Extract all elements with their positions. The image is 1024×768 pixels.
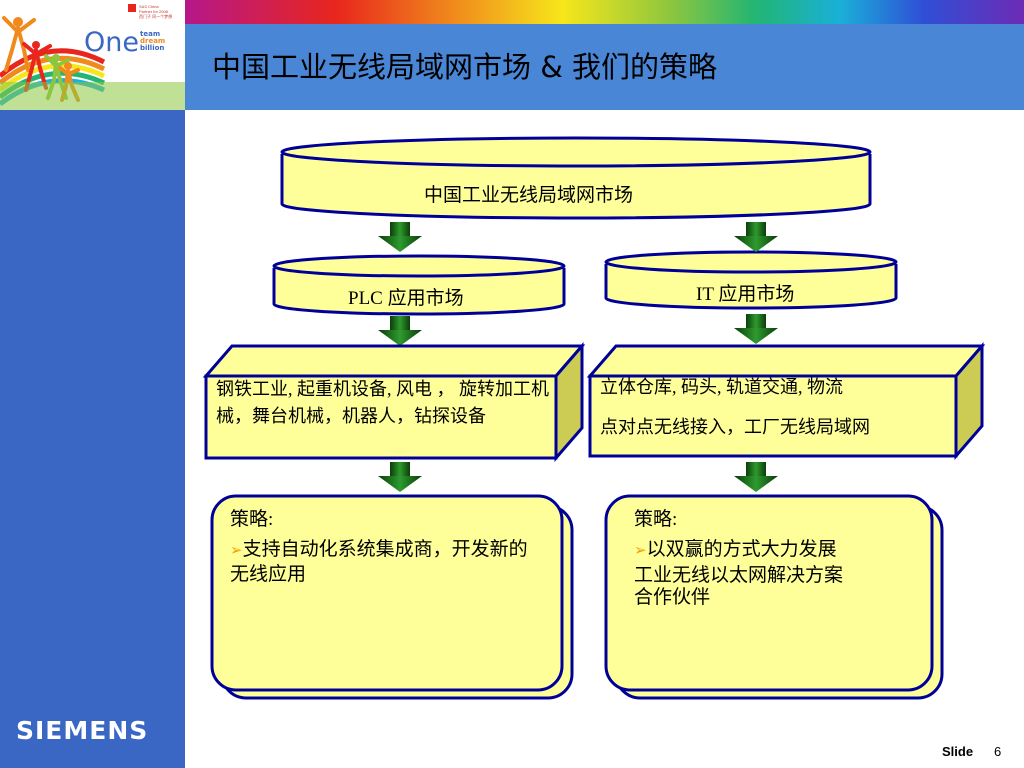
right-strategy-box [604,494,944,700]
logo-tagline-word: team [140,30,161,38]
left-sidebar-band [0,110,185,768]
left-strategy-body: 支持自动化系统集成商，开发新的无线应用 [230,539,528,585]
logo-tiny-line: Partner for 2008 [139,9,168,14]
right-strategy-body-1: 以双赢的方式大力发展 [646,539,837,560]
siemens-logo: SIEMENS [16,716,149,745]
plc-market-text: PLC 应用市场 [348,288,464,309]
it-market-label: IT 应用市场 [696,284,795,305]
it-applications-line2: 点对点无线接入，工厂无线局域网 [600,417,870,437]
rainbow-bar [185,0,1024,24]
page-title: 中国工业无线局域网市场 & 我们的策略 [212,50,718,84]
logo-tiny-text: SAS China Partner for 2008 西门子 同一个梦想 [139,4,172,19]
down-arrow-icon [734,222,778,252]
plc-industries-text: 钢铁工业, 起重机设备, 风电 ， 旋转加工机械，舞台机械，机器人，钻探设备 [216,379,549,426]
down-arrow-icon [734,314,778,344]
logo-tagline-word: billion [140,44,165,52]
olympic-logo: SAS China Partner for 2008 西门子 同一个梦想 One… [0,0,185,110]
down-arrow-icon [378,222,422,252]
down-arrow-icon [378,316,422,346]
it-applications-line1: 立体仓库, 码头, 轨道交通, 物流 [600,377,843,397]
right-strategy-line3: 合作伙伴 [634,587,711,608]
logo-one-text: One [84,27,139,58]
header-band [185,24,1024,110]
it-market-cylinder [604,250,898,310]
right-strategy-heading: 策略: [634,509,678,530]
logo-tagline: team dream billion [140,31,165,52]
right-strategy-line1: ➢以双赢的方式大力发展 [634,538,837,563]
plc-market-cylinder [272,254,566,316]
top-market-cylinder [280,136,872,220]
it-applications-box [586,341,986,461]
bullet-arrow-icon: ➢ [230,543,243,559]
slide-number: 6 [994,744,1002,759]
down-arrow-icon [378,462,422,492]
plc-industries-box [202,341,586,463]
slide-label: Slide [942,744,974,759]
logo-tiny-line: 西门子 同一个梦想 [139,14,173,19]
left-strategy-text: ➢支持自动化系统集成商，开发新的无线应用 [230,538,540,587]
bullet-arrow-icon: ➢ [634,543,647,559]
left-strategy-box [210,494,574,700]
plc-market-label: PLC 应用市场 [348,283,464,310]
down-arrow-icon [734,462,778,492]
logo-tagline-word: dream [140,37,166,45]
logo-tiny-line: SAS China [139,4,159,9]
left-strategy-heading: 策略: [230,509,274,530]
right-strategy-line2: 工业无线以太网解决方案 [634,565,844,586]
top-market-label: 中国工业无线局域网市场 [424,185,634,206]
rainbow-people-logo-icon [0,4,185,110]
